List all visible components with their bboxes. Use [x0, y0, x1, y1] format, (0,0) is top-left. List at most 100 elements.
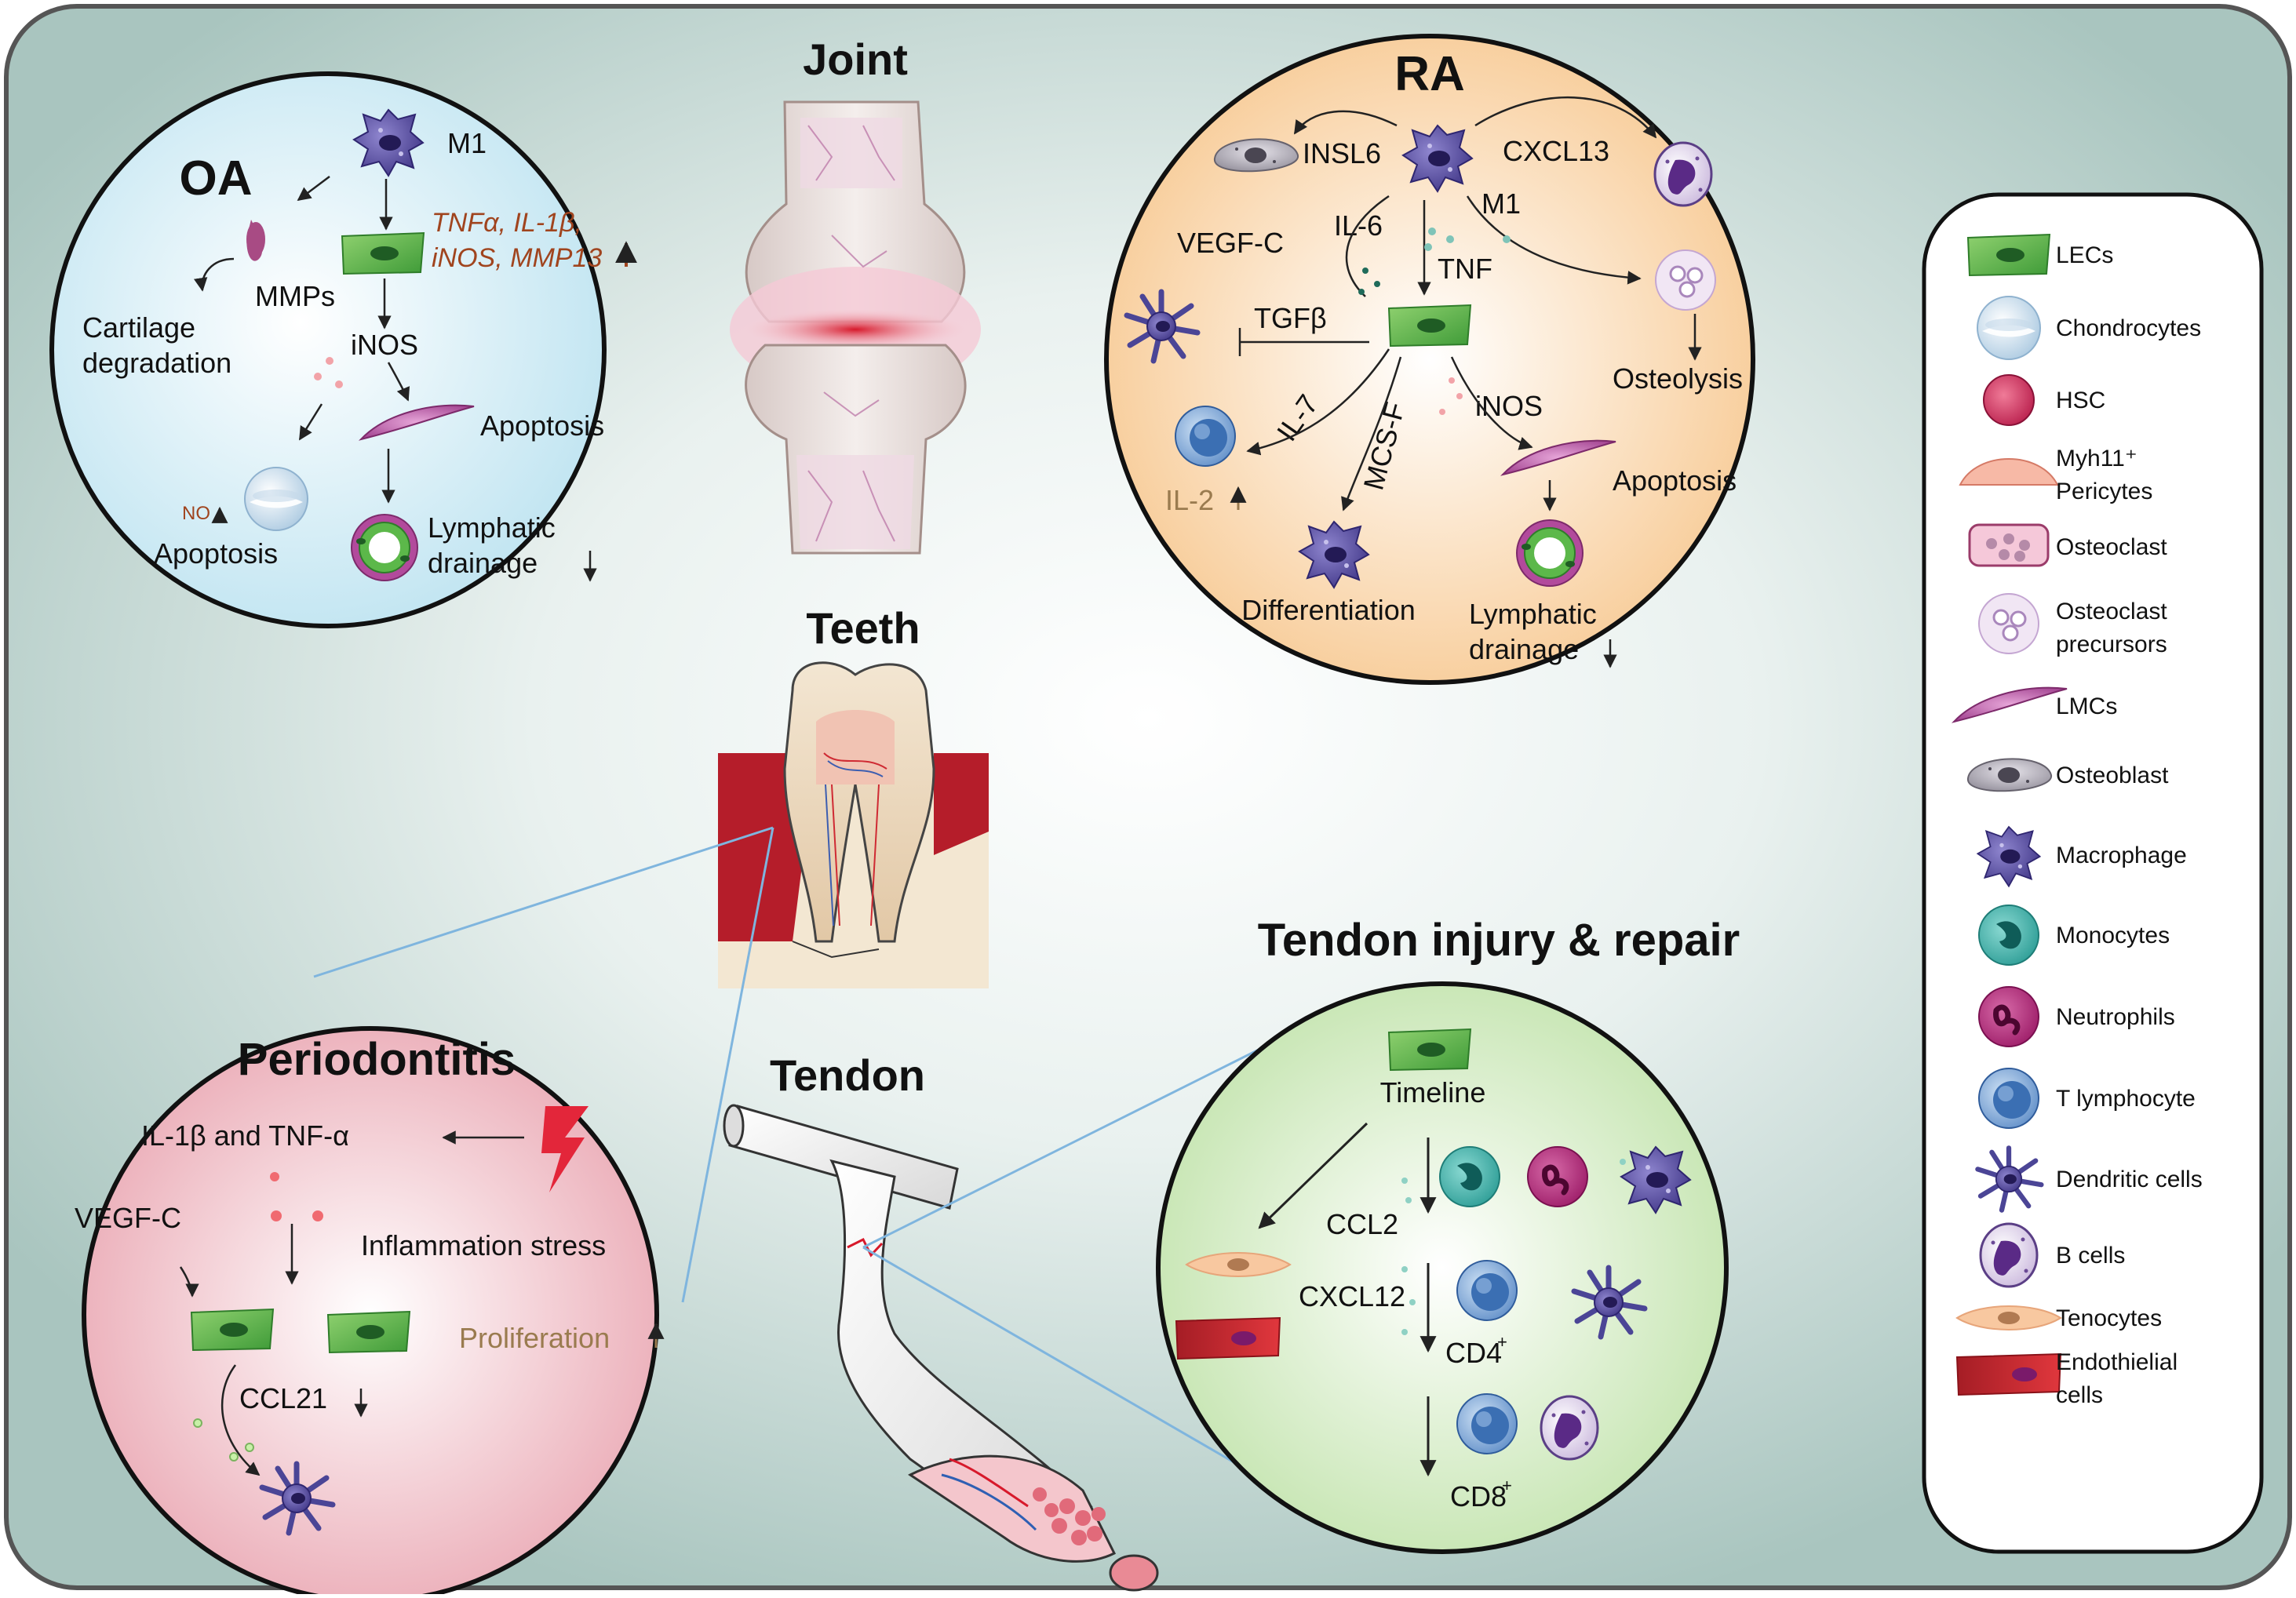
ra-cxcl13-label: CXCL13 — [1503, 135, 1609, 167]
legend-label-7: Osteoblast — [2056, 763, 2169, 788]
legend-label-3-line2: Pericytes — [2056, 479, 2152, 504]
legend-label-10: Neutrophils — [2056, 1004, 2175, 1030]
oa-cartilage-line2: degradation — [82, 347, 231, 379]
perio-lec-icon-2 — [327, 1311, 410, 1353]
legend-lec-icon — [1967, 234, 2050, 276]
ra-lymphatic-line1: Lymphatic — [1469, 598, 1597, 630]
legend-label-2: HSC — [2056, 388, 2105, 413]
oa-lymphatic-line1: Lymphatic — [428, 511, 556, 544]
ra-apoptosis-label: Apoptosis — [1613, 464, 1737, 497]
tendon-neutrophil-icon — [1528, 1147, 1587, 1207]
joint-title: Joint — [803, 35, 908, 84]
ra-m1-label: M1 — [1481, 187, 1521, 220]
oa-m1-label: M1 — [447, 127, 487, 159]
oa-no-label: NO — [182, 503, 210, 524]
ra-macrophage-icon — [1299, 521, 1369, 588]
ra-bcell-icon — [1653, 141, 1713, 207]
tooth-illustration — [718, 661, 989, 988]
ra-differentiation-label: Differentiation — [1241, 594, 1415, 626]
legend-pericyte-icon — [1959, 458, 2059, 486]
legend-label-8: Macrophage — [2056, 843, 2187, 868]
oa-inos-label: iNOS — [351, 329, 418, 361]
ra-inos-label: iNOS — [1475, 390, 1543, 422]
legend-label-5-line2: precursors — [2056, 632, 2167, 657]
tendon-tcell-cd8-icon — [1456, 1393, 1518, 1454]
ra-title: RA — [1394, 47, 1465, 101]
tendon-repair-title: Tendon injury & repair — [1258, 915, 1740, 966]
legend-monocyte-icon — [1978, 905, 2039, 966]
legend-hsc-icon — [1983, 374, 2035, 426]
legend-chondrocyte-icon — [1977, 296, 2041, 360]
oa-cytokines-line1: TNFα, IL-1β, — [432, 208, 582, 238]
legend-label-15: Endothielial — [2056, 1349, 2178, 1375]
teeth-title: Teeth — [806, 603, 920, 653]
legend-label-0: LECs — [2056, 242, 2113, 268]
legend-b-cell-icon — [1979, 1222, 2039, 1288]
legend-osteoclast-icon — [1968, 523, 2050, 567]
ra-tcell-icon — [1175, 406, 1236, 467]
oa-panel: OA M1 TNFα, IL-1β, iNOS, MMP13 MMPs Cart… — [49, 71, 637, 628]
tendon-cd8-label: CD8 — [1450, 1480, 1507, 1512]
legend-osteoclast-precursor-icon — [1977, 592, 2040, 655]
legend-label-1: Chondrocytes — [2056, 315, 2201, 341]
legend-label-14: Tenocytes — [2056, 1305, 2162, 1331]
tendon-cd4-plus: + — [1497, 1332, 1507, 1352]
inflammation-lightning-icon — [541, 1106, 589, 1192]
oa-lymphatic-line2: drainage — [428, 547, 538, 579]
oa-title: OA — [180, 151, 253, 206]
perio-proliferation-label: Proliferation — [459, 1322, 610, 1354]
legend-label-13: B cells — [2056, 1243, 2125, 1269]
tendon-cxcl12-label: CXCL12 — [1299, 1280, 1405, 1312]
ra-osteolysis-label: Osteolysis — [1613, 362, 1743, 395]
legend-label-6: LMCs — [2056, 693, 2117, 719]
ra-lec-icon — [1388, 304, 1471, 347]
ra-lymphatic-line2: drainage — [1469, 633, 1579, 665]
tendon-cd8-plus: + — [1502, 1476, 1512, 1495]
tendon-title: Tendon — [770, 1050, 925, 1100]
tendon-tcell-cd4-icon — [1456, 1260, 1518, 1321]
legend-macrophage-icon — [1977, 826, 2041, 887]
tendon-lec-icon — [1388, 1028, 1471, 1071]
legend-label-15-line2: cells — [2056, 1382, 2103, 1408]
tendon-illustration — [723, 1104, 1159, 1592]
perio-inflammation-label: Inflammation stress — [361, 1229, 606, 1261]
ra-lymphatic-vessel-icon — [1516, 519, 1584, 587]
legend-label-4: Osteoclast — [2056, 534, 2167, 560]
tendon-bcell-icon — [1540, 1395, 1599, 1461]
tendon-cd4-label: CD4 — [1445, 1337, 1502, 1369]
tendon-timeline-label: Timeline — [1380, 1076, 1486, 1108]
ra-insl6-label: INSL6 — [1303, 137, 1381, 169]
connector-lines — [313, 826, 1272, 1476]
ra-m1-macrophage-icon — [1402, 125, 1473, 192]
oa-chondrocyte-icon — [244, 467, 308, 531]
oa-cytokines-line2: iNOS, MMP13 — [432, 243, 602, 273]
oa-cartilage-line1: Cartilage — [82, 311, 195, 344]
legend-label-9: Monocytes — [2056, 923, 2170, 948]
periodontitis-panel: Periodontitis IL-1β and TNF-α Inflammati… — [75, 1026, 665, 1598]
legend-label-11: T lymphocyte — [2056, 1086, 2196, 1112]
oa-lec-icon — [341, 232, 425, 275]
ra-panel: RA INSL6 CXCL13 M1 IL-6 VEGF-C TNF TGFβ … — [1104, 34, 1755, 685]
perio-lec-icon-1 — [191, 1309, 274, 1351]
ra-osteoclast-precursor-icon — [1654, 249, 1717, 311]
joint-illustration — [730, 100, 981, 555]
ra-tgfb-label: TGFβ — [1254, 302, 1327, 334]
oa-lymphatic-vessel-icon — [351, 514, 418, 581]
ra-il2-label: IL-2 — [1165, 484, 1214, 516]
perio-ccl21-label: CCL21 — [239, 1382, 327, 1414]
oa-m1-macrophage-icon — [353, 109, 424, 177]
tendon-endothelial-icon — [1175, 1317, 1281, 1360]
ra-tnf-label: TNF — [1438, 253, 1492, 285]
perio-cytokines-label: IL-1β and TNF-α — [141, 1119, 349, 1152]
legend-label-5: Osteoclast — [2056, 599, 2167, 624]
tendon-repair-panel: Timeline CCL2 CXCL12 CD4 + CD8 + — [1156, 981, 1729, 1554]
tendon-monocyte-icon — [1439, 1146, 1500, 1207]
legend-endothelial-cell-icon — [1956, 1353, 2061, 1396]
legend-label-12: Dendritic cells — [2056, 1167, 2203, 1192]
oa-mmps-label: MMPs — [255, 280, 335, 312]
tendon-ccl2-label: CCL2 — [1326, 1208, 1398, 1240]
legend-t-lymphocyte-icon — [1978, 1068, 2039, 1129]
legend-label-3: Myh11⁺ — [2056, 446, 2137, 471]
